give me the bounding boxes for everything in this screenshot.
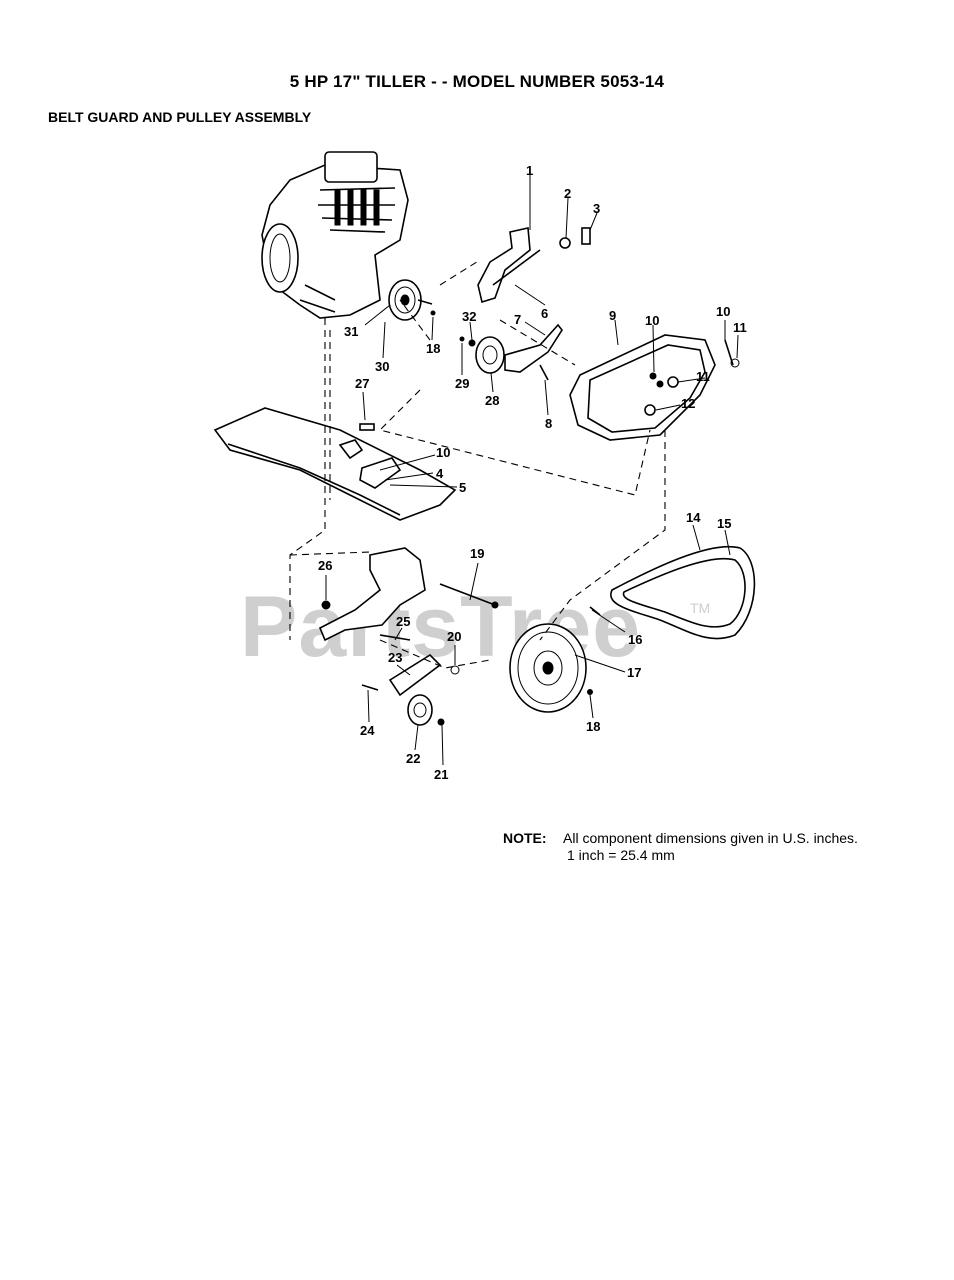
callout-24: 24 [360, 723, 375, 738]
callout-28: 28 [485, 393, 499, 408]
callout-16: 16 [628, 632, 642, 647]
callout-14: 14 [686, 510, 701, 525]
callout-19: 19 [470, 546, 484, 561]
callout-10-frame: 10 [436, 445, 450, 460]
callout-18-top: 18 [426, 341, 440, 356]
assembly-subtitle: BELT GUARD AND PULLEY ASSEMBLY [48, 109, 312, 125]
callout-25: 25 [396, 614, 410, 629]
drive-belts [610, 545, 756, 640]
callout-12: 12 [681, 396, 695, 411]
diagram-title: 5 HP 17" TILLER - - MODEL NUMBER 5053-14 [289, 72, 665, 91]
dimension-note: NOTE: All component dimensions given in U… [503, 830, 858, 864]
callout-7: 7 [514, 312, 521, 327]
callout-labels: 1 2 3 6 7 8 9 10 11 10 11 12 32 29 28 31… [318, 163, 747, 782]
callout-4: 4 [436, 466, 444, 481]
callout-17: 17 [627, 665, 641, 680]
callout-8: 8 [545, 416, 552, 431]
idler-arm-part-7 [459, 323, 563, 381]
callout-21: 21 [434, 767, 448, 782]
belt-guard-part-9 [569, 334, 740, 441]
callout-18-bottom: 18 [586, 719, 600, 734]
callout-11-guard: 11 [696, 369, 710, 384]
callout-6: 6 [541, 306, 548, 321]
lower-bracket [318, 547, 499, 726]
callout-5: 5 [459, 480, 466, 495]
bracket-part-1 [477, 227, 591, 304]
callout-15: 15 [717, 516, 731, 531]
callout-27: 27 [355, 376, 369, 391]
note-label: NOTE: [503, 830, 547, 846]
frame-shield [213, 407, 457, 521]
callout-11-top: 11 [733, 320, 747, 335]
callout-1: 1 [526, 163, 533, 178]
callout-29: 29 [455, 376, 469, 391]
engine [261, 151, 409, 319]
callout-26: 26 [318, 558, 332, 573]
watermark-trademark: TM [690, 600, 711, 616]
note-line-2: 1 inch = 25.4 mm [567, 847, 675, 863]
callout-31: 31 [344, 324, 358, 339]
callout-30: 30 [375, 359, 389, 374]
callout-9: 9 [609, 308, 616, 323]
large-pulley-part-17 [509, 606, 601, 713]
engine-pulley [388, 279, 436, 321]
callout-20: 20 [447, 629, 461, 644]
callout-10-guard: 10 [645, 313, 659, 328]
assembly-lines [289, 259, 666, 669]
callout-3: 3 [593, 201, 600, 216]
callout-22: 22 [406, 751, 420, 766]
leader-lines [325, 175, 739, 766]
callout-10-top: 10 [716, 304, 730, 319]
callout-2: 2 [564, 186, 571, 201]
callout-23: 23 [388, 650, 402, 665]
note-line-1: All component dimensions given in U.S. i… [563, 830, 858, 846]
callout-32: 32 [462, 309, 476, 324]
